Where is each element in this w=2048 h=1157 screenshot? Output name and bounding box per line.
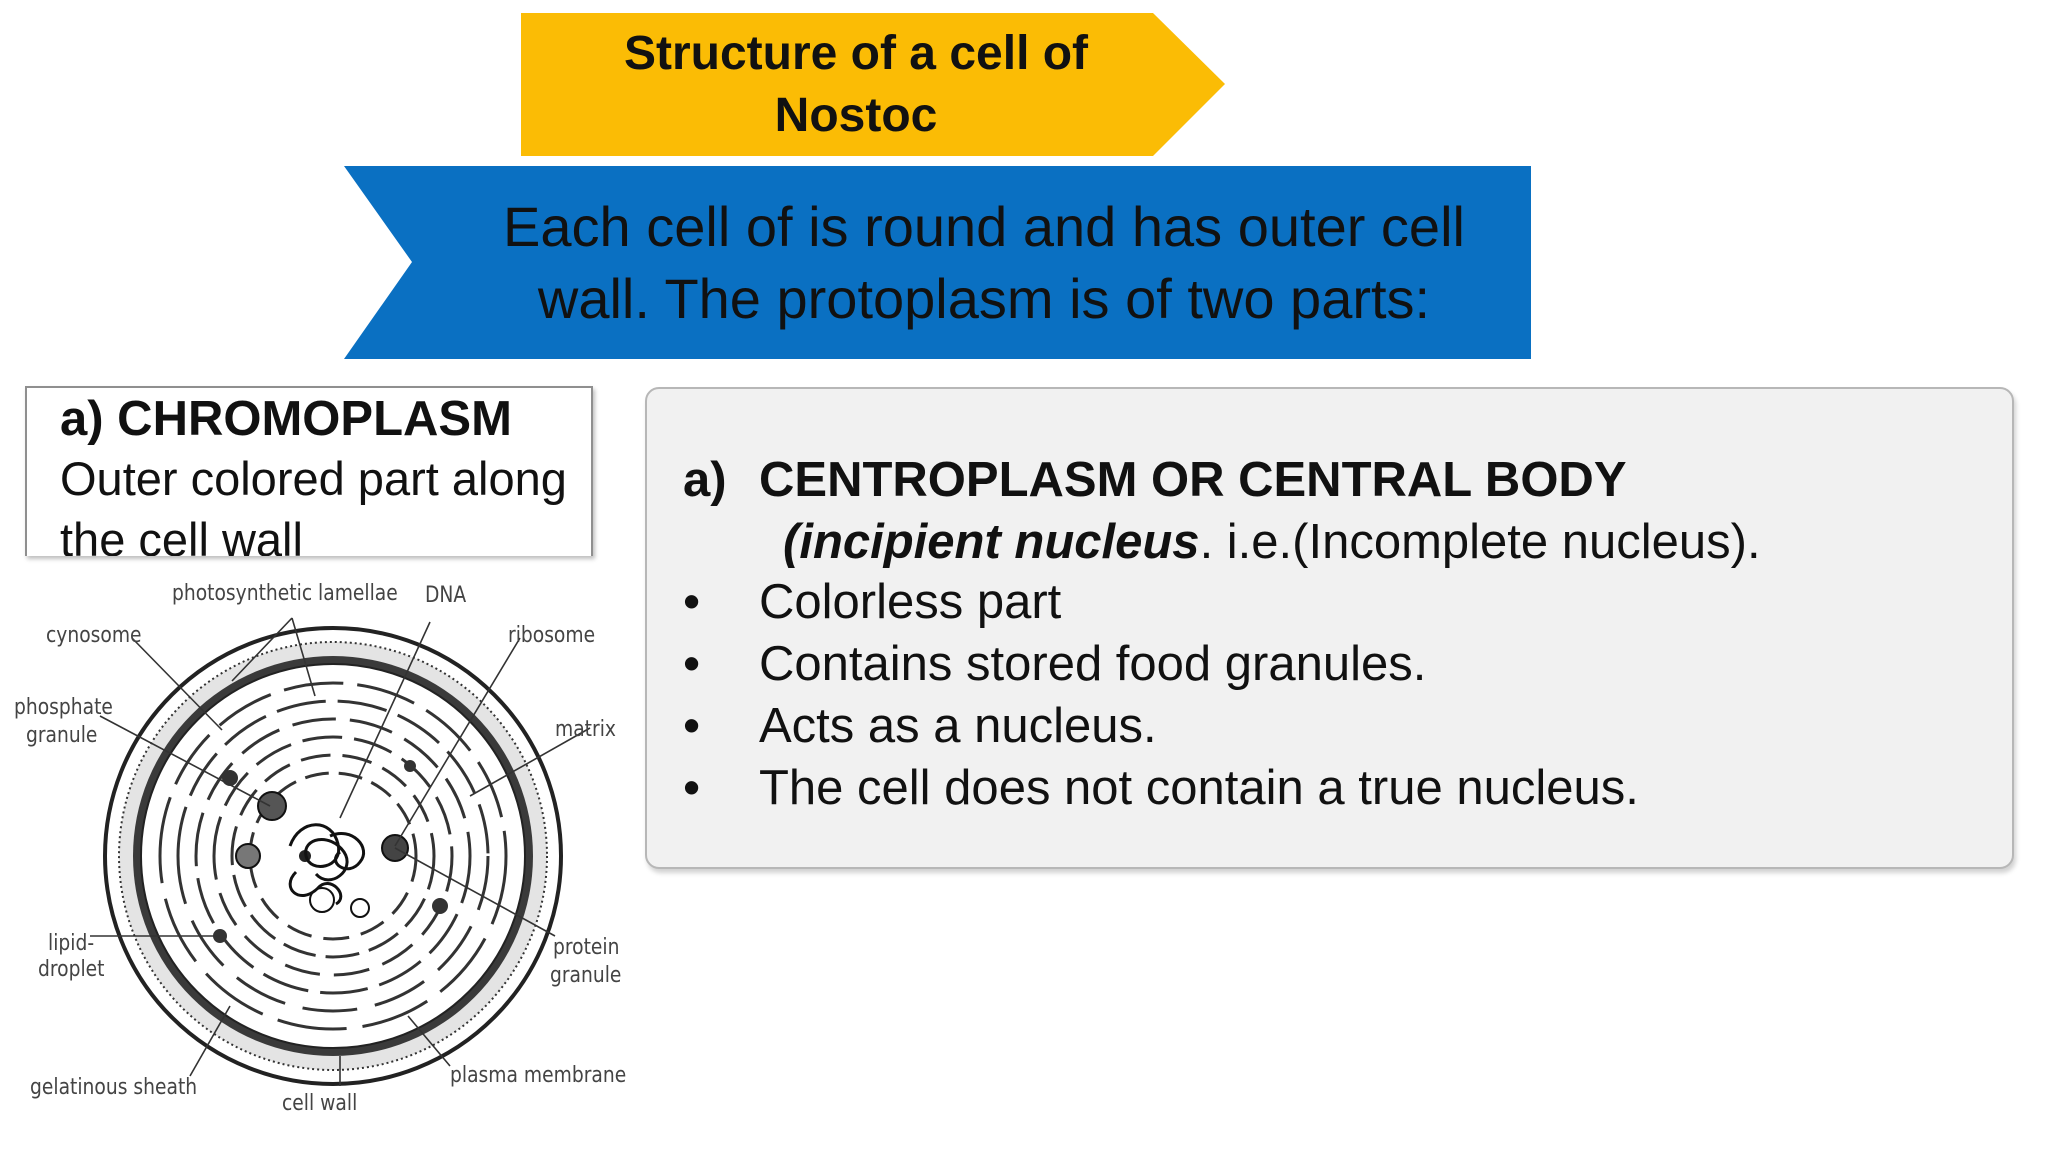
intro-line-2: wall. The protoplasm is of two parts: [503, 263, 1465, 335]
nostoc-cell-diagram: photosynthetic lamellae DNA cynosome rib… [0, 556, 640, 1152]
centroplasm-heading: a)CENTROPLASM OR CENTRAL BODY [683, 449, 1627, 511]
centroplasm-heading-text: CENTROPLASM OR CENTRAL BODY [759, 453, 1627, 507]
bullet-icon: • [683, 633, 700, 695]
list-item: • The cell does not contain a true nucleu… [683, 757, 1639, 819]
title-banner: Structure of a cell of Nostoc [521, 13, 1225, 156]
label-dna: DNA [425, 582, 466, 610]
label-gelatinous-sheath: gelatinous sheath [30, 1074, 197, 1102]
centroplasm-points: • Colorless part • Contains stored food gr… [683, 571, 1639, 819]
title-line-2: Nostoc [624, 85, 1088, 147]
plasma-membrane-ring [141, 664, 525, 1048]
point-text: Contains stored food granules. [759, 637, 1426, 691]
label-lipid: lipid- [48, 930, 94, 958]
point-text: Colorless part [759, 575, 1061, 629]
bullet-icon: • [683, 695, 700, 757]
label-phosphate-granule: granule [26, 722, 97, 750]
centroplasm-subheading: (incipient nucleus. i.e.(Incomplete nucl… [783, 511, 1761, 573]
intro-text: Each cell of is round and has outer cell… [454, 166, 1514, 359]
label-plasma-membrane: plasma membrane [450, 1062, 626, 1090]
sub-open-paren: ( [783, 515, 799, 569]
bullet-icon: • [683, 757, 700, 819]
list-item: • Acts as a nucleus. [683, 695, 1639, 757]
incipient-nucleus-text: incipient nucleus [799, 515, 1199, 569]
label-photosynthetic-lamellae: photosynthetic lamellae [172, 580, 398, 608]
title-line-1: Structure of a cell of [624, 23, 1088, 85]
label-cynosome: cynosome [46, 622, 142, 650]
slide-title: Structure of a cell of Nostoc [521, 13, 1191, 156]
list-item: • Contains stored food granules. [683, 633, 1639, 695]
label-protein: protein [553, 934, 619, 962]
centroplasm-label: a) [683, 449, 759, 511]
label-protein-granule: granule [550, 962, 621, 990]
chromoplasm-box: a) CHROMOPLASM Outer colored part along … [25, 386, 593, 556]
label-phosphate: phosphate [14, 694, 113, 722]
intro-line-1: Each cell of is round and has outer cell [503, 191, 1465, 263]
chromoplasm-description: Outer colored part along the cell wall [60, 448, 580, 556]
chromoplasm-heading: a) CHROMOPLASM [60, 388, 512, 450]
label-droplet: droplet [38, 956, 104, 984]
bullet-icon: • [683, 571, 700, 633]
incomplete-nucleus-text: . i.e.(Incomplete nucleus). [1200, 515, 1761, 569]
list-item: • Colorless part [683, 571, 1639, 633]
intro-banner: Each cell of is round and has outer cell… [344, 166, 1531, 359]
point-text: Acts as a nucleus. [759, 699, 1157, 753]
centroplasm-box: a)CENTROPLASM OR CENTRAL BODY (incipient… [645, 387, 2014, 869]
label-cell-wall: cell wall [282, 1090, 357, 1118]
label-matrix: matrix [555, 716, 616, 744]
point-text: The cell does not contain a true nucleus… [759, 761, 1639, 815]
label-ribosome: ribosome [508, 622, 595, 650]
